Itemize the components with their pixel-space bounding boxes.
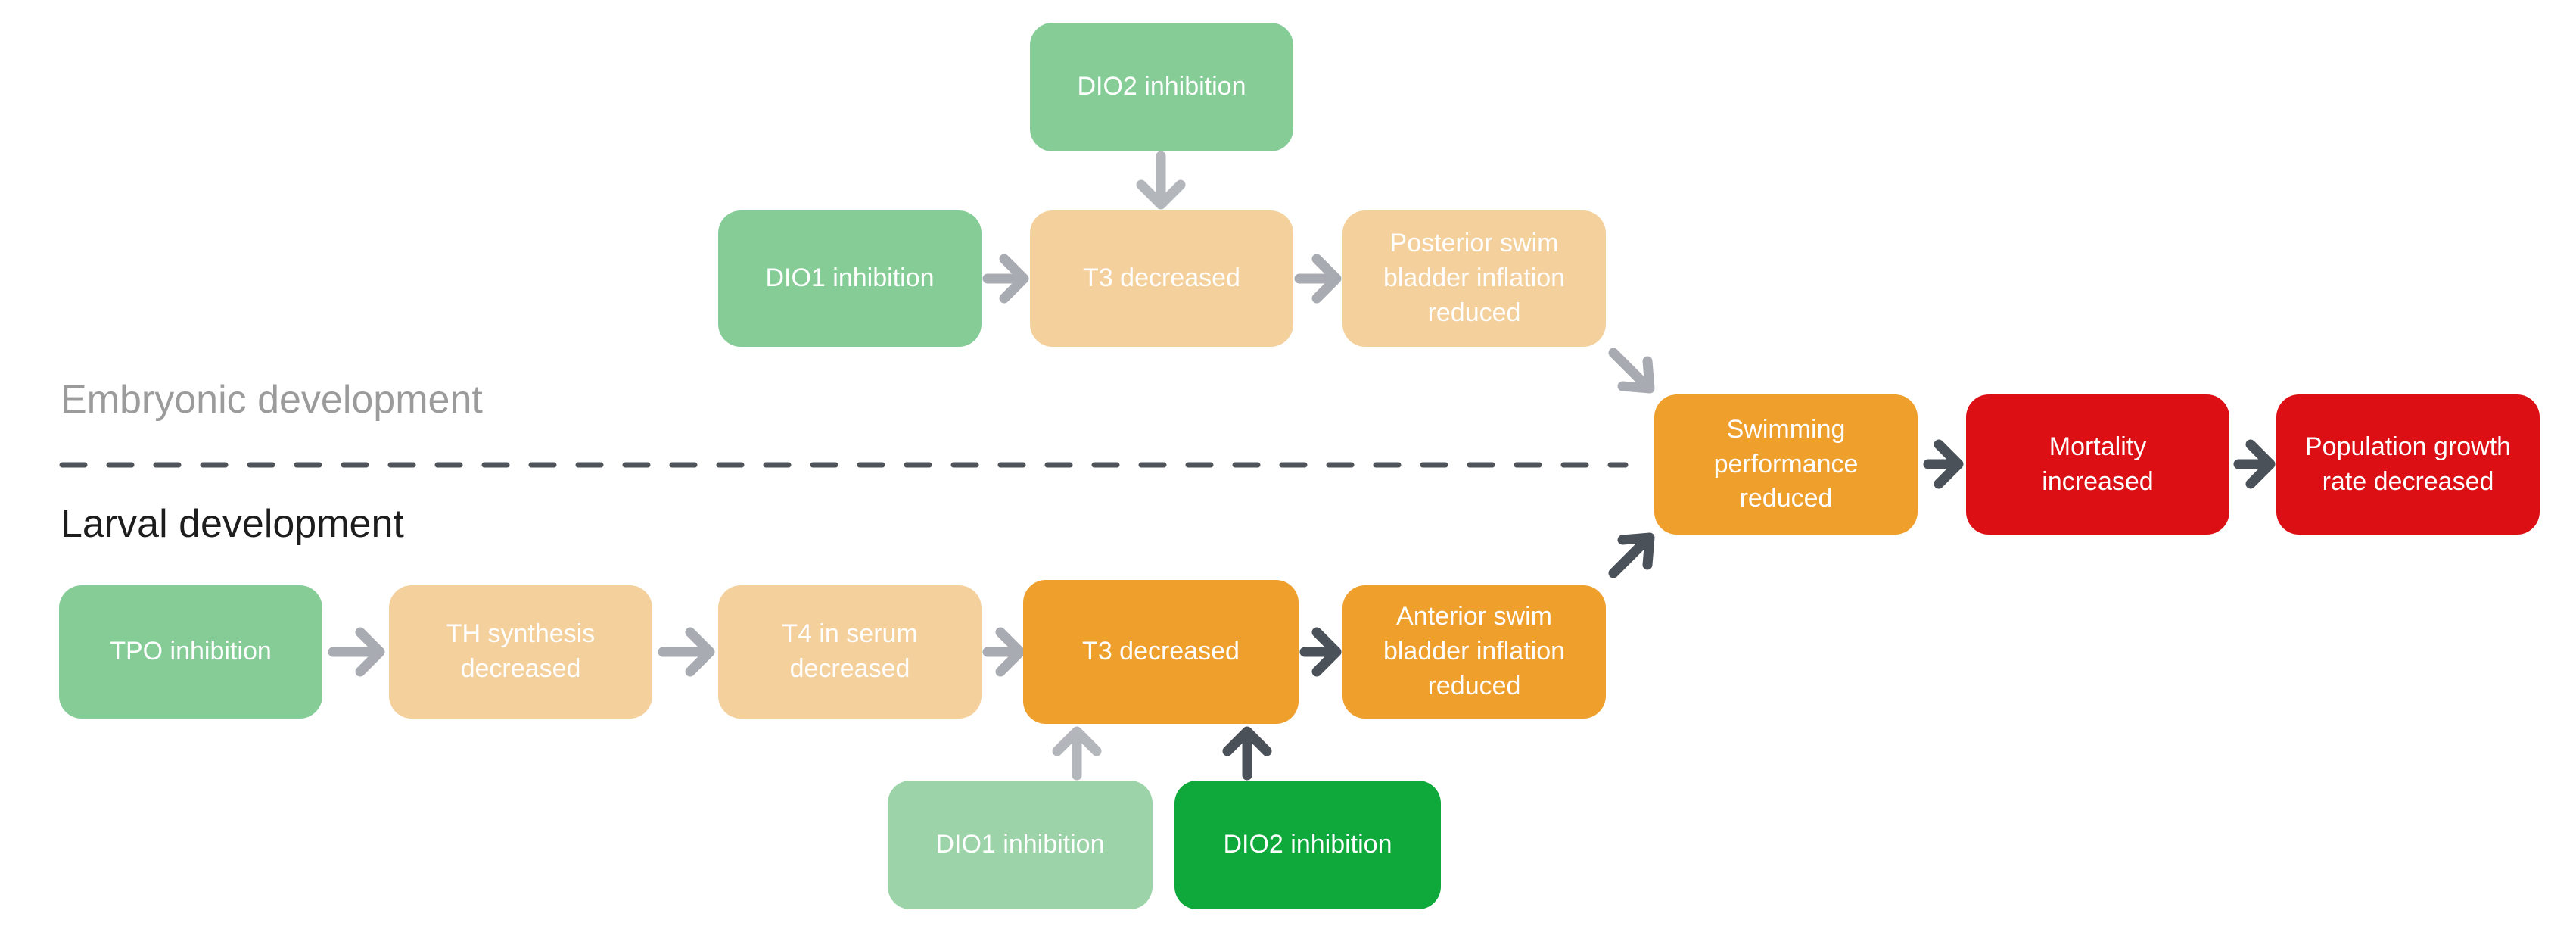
dio1-to-t3-embryonic-arrow xyxy=(982,254,1029,304)
node-t3-decreased-larval: T3 decreased xyxy=(1023,580,1299,724)
node-dio1-inhibition-embryonic: DIO1 inhibition xyxy=(718,210,982,347)
node-t3-decreased-embryonic: T3 decreased xyxy=(1030,210,1293,347)
swimming-to-mortality-arrow xyxy=(1923,439,1964,489)
node-posterior-swim-bladder: Posterior swim bladder inflation reduced xyxy=(1342,210,1606,347)
node-mortality-increased: Mortality increased xyxy=(1966,394,2229,535)
node-dio2-inhibition-embryonic: DIO2 inhibition xyxy=(1030,23,1293,151)
larval-development-label: Larval development xyxy=(61,502,404,546)
dio2-to-t3-larval-arrow xyxy=(1222,726,1272,781)
node-swimming-performance-reduced: Swimming performance reduced xyxy=(1654,394,1918,535)
mortality-to-population-arrow xyxy=(2233,439,2276,489)
anterior-to-swimming-arrow xyxy=(1608,532,1655,578)
embryonic-development-label: Embryonic development xyxy=(61,378,483,422)
t3-to-anterior-arrow xyxy=(1299,627,1342,677)
node-tpo-inhibition: TPO inhibition xyxy=(59,585,322,719)
node-th-synthesis-decreased: TH synthesis decreased xyxy=(389,585,652,719)
posterior-to-swimming-arrow xyxy=(1608,348,1655,394)
node-dio1-inhibition-larval: DIO1 inhibition xyxy=(888,781,1153,909)
dio1-to-t3-larval-arrow xyxy=(1052,726,1102,781)
dio2-to-t3-embryonic-arrow xyxy=(1136,151,1186,210)
t3-to-posterior-arrow xyxy=(1294,254,1342,304)
tpo-to-th-synthesis-arrow xyxy=(328,627,385,677)
t4-to-t3-larval-arrow xyxy=(982,627,1025,677)
node-population-growth-rate-decreased: Population growth rate decreased xyxy=(2276,394,2540,535)
node-anterior-swim-bladder: Anterior swim bladder inflation reduced xyxy=(1342,585,1606,719)
th-synthesis-to-t4-arrow xyxy=(658,627,715,677)
node-t4-in-serum-decreased: T4 in serum decreased xyxy=(718,585,982,719)
node-dio2-inhibition-larval: DIO2 inhibition xyxy=(1174,781,1441,909)
